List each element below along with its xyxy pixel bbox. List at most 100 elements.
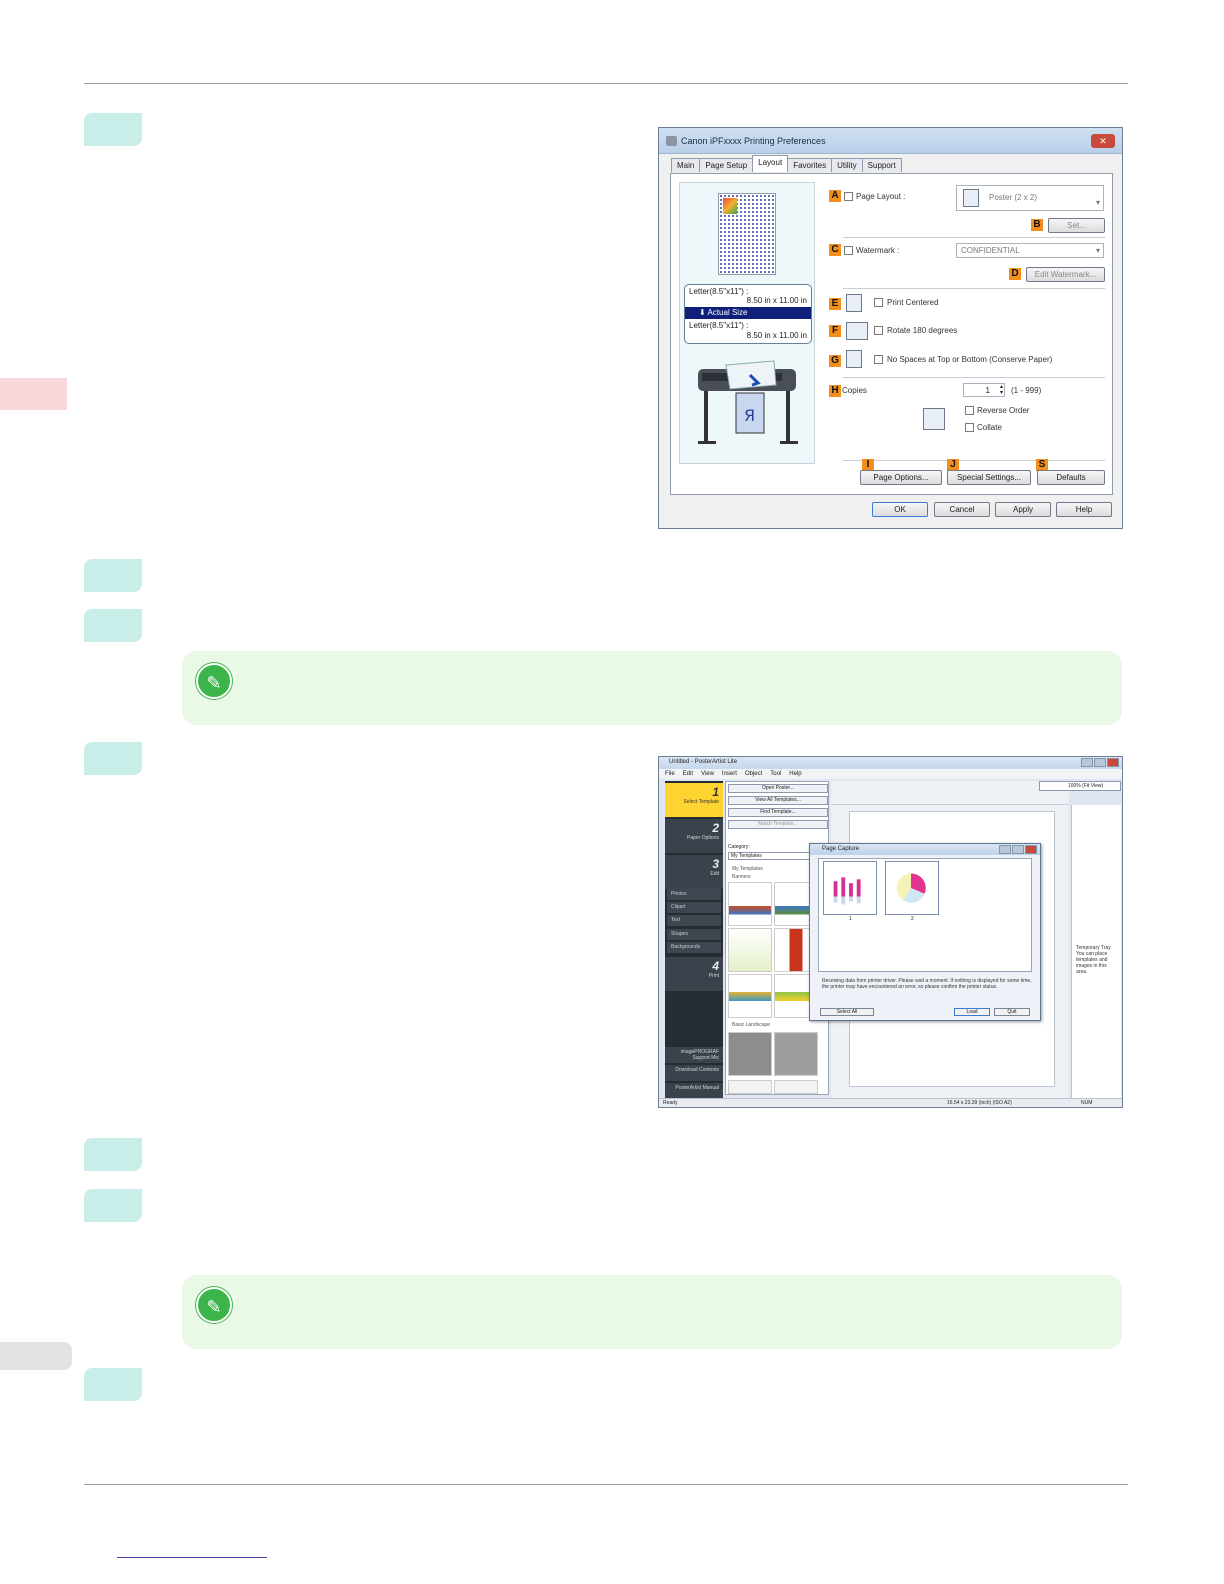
step-marker-7 <box>84 1368 142 1401</box>
template-thumbnail[interactable] <box>728 974 772 1018</box>
capture-title-bar: Page Capture <box>810 844 1040 855</box>
page-layout-checkbox[interactable] <box>844 192 853 201</box>
label-i: I <box>862 459 874 471</box>
footer-link[interactable] <box>117 1557 267 1558</box>
zoom-select[interactable]: 100% (Fit View) <box>1039 781 1121 791</box>
nav-text[interactable]: Text <box>667 915 721 926</box>
close-icon[interactable] <box>1025 845 1037 854</box>
tab-page-setup[interactable]: Page Setup <box>699 158 754 172</box>
copies-input[interactable]: 1 ▴▾ <box>963 383 1005 397</box>
label-c: C <box>829 244 841 256</box>
set-button[interactable]: Set... <box>1048 218 1105 233</box>
collate-checkbox[interactable] <box>965 423 974 432</box>
tab-layout[interactable]: Layout <box>752 155 789 172</box>
tab-main[interactable]: Main <box>671 158 701 172</box>
rotate-checkbox[interactable] <box>874 326 883 335</box>
note-box-1: ✎ <box>182 651 1122 725</box>
capture-title: Page Capture <box>822 846 860 852</box>
template-thumbnail[interactable] <box>774 1080 818 1094</box>
nav-manual[interactable]: PosterArtist Manual <box>665 1083 723 1099</box>
maximize-icon[interactable] <box>1094 758 1106 767</box>
defaults-button[interactable]: Defaults <box>1037 470 1105 485</box>
menu-insert[interactable]: Insert <box>721 771 737 777</box>
no-spaces-checkbox[interactable] <box>874 355 883 364</box>
reverse-order-checkbox[interactable] <box>965 406 974 415</box>
menu-object[interactable]: Object <box>744 771 763 777</box>
watermark-select[interactable]: CONFIDENTIAL ▾ <box>956 243 1104 258</box>
tab-utility[interactable]: Utility <box>831 158 863 172</box>
template-thumbnail[interactable] <box>728 1080 772 1094</box>
dialog-title: Canon iPFxxxx Printing Preferences <box>681 136 826 146</box>
menu-tool[interactable]: Tool <box>770 771 782 777</box>
template-thumbnail[interactable] <box>728 928 772 972</box>
maximize-icon[interactable] <box>1012 845 1024 854</box>
step-marker-5 <box>84 1138 142 1171</box>
nav-shapes[interactable]: Shapes <box>667 929 721 940</box>
find-template-button[interactable]: Find Template... <box>728 808 828 817</box>
spinner-icon[interactable]: ▴▾ <box>999 384 1003 396</box>
note-box-2: ✎ <box>182 1275 1122 1349</box>
ok-button[interactable]: OK <box>872 502 928 517</box>
page-number-1: 1 <box>849 916 852 922</box>
captured-page-1[interactable] <box>823 861 877 915</box>
view-all-templates-button[interactable]: View All Templates... <box>728 796 828 805</box>
match-template-button[interactable]: Match Template... <box>728 820 828 829</box>
label-g: G <box>829 355 841 367</box>
status-ready: Ready <box>663 1100 678 1106</box>
cancel-button[interactable]: Cancel <box>934 502 990 517</box>
label-f: F <box>829 325 841 337</box>
rotate-icon <box>846 322 868 340</box>
menu-edit[interactable]: Edit <box>682 771 694 777</box>
tray-text: Temporary Tray You can place templates a… <box>1076 945 1111 975</box>
page-options-button[interactable]: Page Options... <box>860 470 942 485</box>
page-layout-label: Page Layout : <box>856 192 906 201</box>
tab-favorites[interactable]: Favorites <box>787 158 833 172</box>
help-button[interactable]: Help <box>1056 502 1112 517</box>
header-rule <box>84 83 1128 84</box>
original-dimensions: 8.50 in x 11.00 in <box>746 296 807 305</box>
step-marker-6 <box>84 1189 142 1222</box>
nav-photos[interactable]: Photos <box>667 889 721 900</box>
tab-bar: Main Page Setup Layout Favorites Utility… <box>671 155 902 174</box>
bar-chart-thumbnail <box>833 877 861 905</box>
template-thumbnail[interactable] <box>728 882 772 926</box>
label-e: E <box>829 298 841 310</box>
capture-message: Receiving data from printer driver. Plea… <box>822 978 1032 990</box>
nav-download[interactable]: Download Contents <box>665 1065 723 1081</box>
output-size: Letter(8.5"x11") : <box>689 321 749 330</box>
load-button[interactable]: Load <box>954 1008 990 1016</box>
special-settings-button[interactable]: Special Settings... <box>947 470 1031 485</box>
open-poster-button[interactable]: Open Poster... <box>728 784 828 793</box>
copies-range: (1 - 999) <box>1011 386 1042 395</box>
nav-backgrounds[interactable]: Backgrounds <box>667 942 721 953</box>
edit-watermark-button[interactable]: Edit Watermark... <box>1026 267 1105 282</box>
nav-support[interactable]: imagePROGRAF Support Mic <box>665 1047 723 1063</box>
apply-button[interactable]: Apply <box>995 502 1051 517</box>
tab-support[interactable]: Support <box>861 158 902 172</box>
close-button[interactable]: ✕ <box>1091 134 1115 148</box>
quit-button[interactable]: Quit <box>994 1008 1030 1016</box>
menu-view[interactable]: View <box>701 771 714 777</box>
menu-help[interactable]: Help <box>789 771 802 777</box>
scaling-label: Actual Size <box>707 308 748 317</box>
page-layout-select[interactable]: Poster (2 x 2) ▾ <box>956 185 1104 211</box>
step-marker-4 <box>84 742 142 775</box>
menu-file[interactable]: File <box>665 771 675 777</box>
printer-illustration: Я <box>698 360 798 444</box>
close-icon[interactable] <box>1107 758 1119 767</box>
captured-page-2[interactable] <box>885 861 939 915</box>
watermark-checkbox[interactable] <box>844 246 853 255</box>
minimize-icon[interactable] <box>999 845 1011 854</box>
step-marker-2 <box>84 559 142 592</box>
template-thumbnail[interactable] <box>774 1032 818 1076</box>
nav-clipart[interactable]: Clipart <box>667 902 721 913</box>
minimize-icon[interactable] <box>1081 758 1093 767</box>
template-thumbnail[interactable] <box>728 1032 772 1076</box>
select-all-button[interactable]: Select All <box>820 1008 874 1016</box>
print-centered-checkbox[interactable] <box>874 298 883 307</box>
window-controls <box>1081 758 1119 767</box>
